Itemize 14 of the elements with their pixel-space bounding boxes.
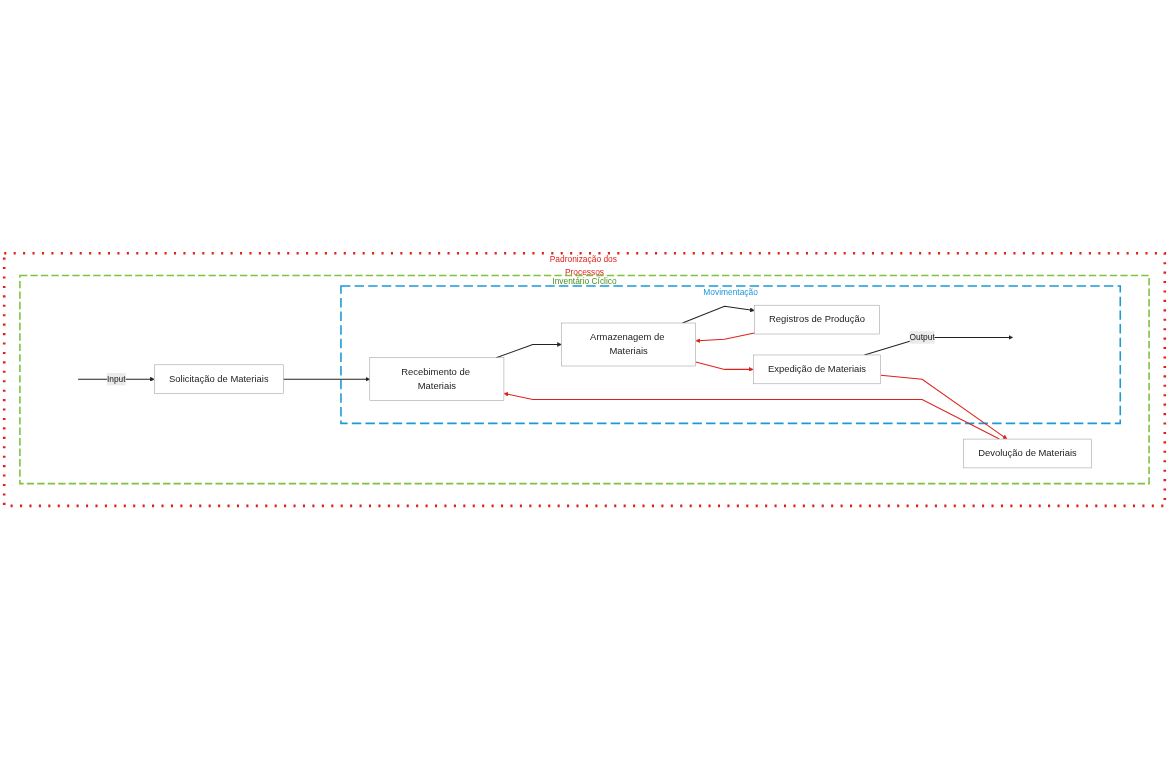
arrow: [695, 332, 755, 344]
node-box: Expedição de Materiais: [753, 355, 881, 385]
edge-label: Input: [106, 374, 126, 384]
node-box: Armazenagem de Materiais: [561, 323, 696, 367]
node-box: Registros de Produção: [754, 305, 880, 335]
node-box: Solicitação de Materiais: [154, 365, 284, 395]
arrow: [503, 392, 1000, 441]
arrow: [495, 342, 562, 359]
node-box: Recebimento de Materiais: [369, 357, 505, 402]
arrow: [880, 375, 1008, 440]
node-box: Devolução de Materiais: [963, 439, 1092, 469]
arrow: [282, 377, 370, 382]
edge-label: Output: [909, 333, 935, 343]
arrow: [695, 361, 754, 373]
